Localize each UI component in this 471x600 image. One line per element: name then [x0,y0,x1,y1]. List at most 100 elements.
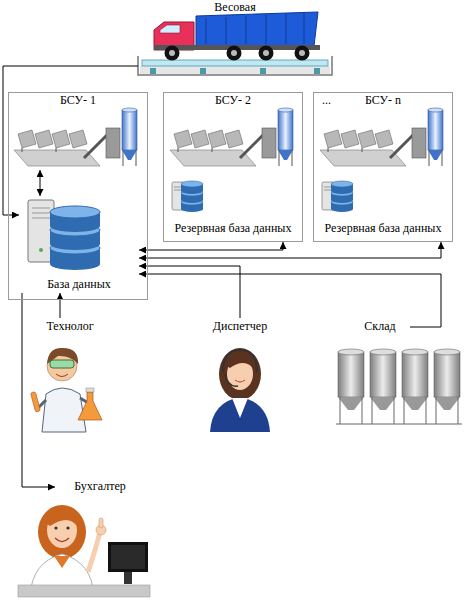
weighbridge-truck-part [259,46,274,61]
warehouse-silos-part [402,352,428,397]
concrete-plant-part [170,108,293,166]
plant-box: БСУ- 1База данных [8,92,148,300]
node-label: Технолог [43,319,96,335]
warehouse-silos-part [338,397,364,410]
dispatcher-figure-part [235,380,245,382]
database-server-icon-part [32,218,50,219]
accountant-figure-part [66,526,69,529]
accountant-figure-part [108,542,148,572]
weighbridge-truck-part [295,46,310,61]
accountant-figure-part [88,532,100,572]
plant-box: БСУ- 2 Резервная база данных [163,92,303,242]
ellipsis-label: ... [322,94,331,108]
accountant-figure-part [111,545,145,569]
accountant-figure-part [124,572,132,584]
warehouse-silos-part [434,397,460,410]
database-server-icon [28,200,100,270]
backup-database-icon [322,181,353,212]
database-server-icon-part [32,208,50,209]
warehouse-silos-part [370,397,396,410]
plant-db-arrow [40,170,41,196]
role-node: Бухгалтер [55,478,145,496]
dispatcher-figure [210,348,270,432]
dispatcher-figure-part [232,398,248,418]
database-node: База данных [19,192,139,293]
role-node: Диспетчер [195,318,285,336]
warehouse-silos-part [458,397,459,424]
node-label: БСУ- 2 [212,93,254,109]
technologist-figure-part [42,388,86,432]
concrete-plant [170,108,293,166]
node-label: БСУ- n [362,93,404,109]
weighbridge-truck-part [196,12,318,46]
database-server-icon-part [32,213,50,214]
weighbridge-truck-part [286,14,287,44]
warehouse-silos-part [436,397,437,424]
warehouse-silos-part [426,397,427,424]
technologist-figure-part [50,360,74,368]
concrete-plant [14,108,137,166]
weighbridge-node: Весовая [138,0,332,74]
warehouse-silos-part [402,349,428,355]
weighbridge-truck-part [263,50,269,56]
connector-arrow [139,242,441,258]
plant-db-arrow-part [40,170,41,196]
role-node: Технолог [30,318,110,336]
warehouse-silos-part [370,352,396,397]
database-server-icon-part [50,206,100,218]
backup-database-icon-part [172,181,203,212]
accountant-figure-part [99,518,103,528]
dispatcher-figure-part [225,374,238,386]
database-server-icon-part [39,248,43,252]
concrete-plant-part [320,108,443,166]
warehouse-silos-part [362,397,363,424]
weighbridge-truck-part [260,68,266,74]
connector-arrow [60,293,61,318]
weighbridge-truck-part [150,68,156,74]
weighbridge-truck-part [169,50,175,56]
warehouse-silos-part [338,352,364,397]
dispatcher-figure-part [223,350,257,372]
dispatcher-figure-part [227,355,253,368]
node-label: Резервная база данных [322,221,445,237]
weighbridge-truck-part [266,15,267,44]
warehouse-silos-part [402,397,428,410]
warehouse-silos-part [434,352,460,397]
accountant-figure-part [18,585,150,597]
weighbridge-truck-part [299,50,305,56]
connector-arrow [3,66,138,215]
weighbridge-truck-part [140,66,330,74]
weighbridge-truck-part [314,68,320,74]
accountant-figure [18,505,150,597]
weighbridge-truck-part [227,46,242,61]
weighbridge-truck-part [142,60,328,66]
weighbridge-truck-part [206,18,207,44]
weighbridge-truck-part [160,25,180,33]
node-label: База данных [44,277,114,293]
backup-database-node: Резервная база данных [168,177,299,237]
warehouse-silos-part [340,397,341,424]
warehouse-silos-part [336,424,462,425]
warehouse-silos-part [404,397,405,424]
dispatcher-figure-part [219,348,261,400]
weighbridge-truck-part [165,46,180,61]
weighbridge-truck-part [231,50,237,56]
warehouse-silos [336,349,462,424]
warehouse-silos-part [370,349,396,355]
weighbridge-truck-part [226,17,227,44]
accountant-figure-part [54,556,70,568]
technologist-figure-part [30,392,40,413]
weighbridge-truck [138,12,332,75]
warehouse-node: Склад [350,318,410,336]
backup-database-node: Резервная база данных [318,177,449,237]
warehouse-silos-part [372,397,373,424]
technologist-figure-part [86,388,94,392]
technologist-figure [30,348,102,432]
warehouse-silos-part [338,349,364,355]
connector-arrow [139,274,441,327]
dispatcher-figure-part [210,397,270,432]
node-label: Весовая [211,0,258,16]
